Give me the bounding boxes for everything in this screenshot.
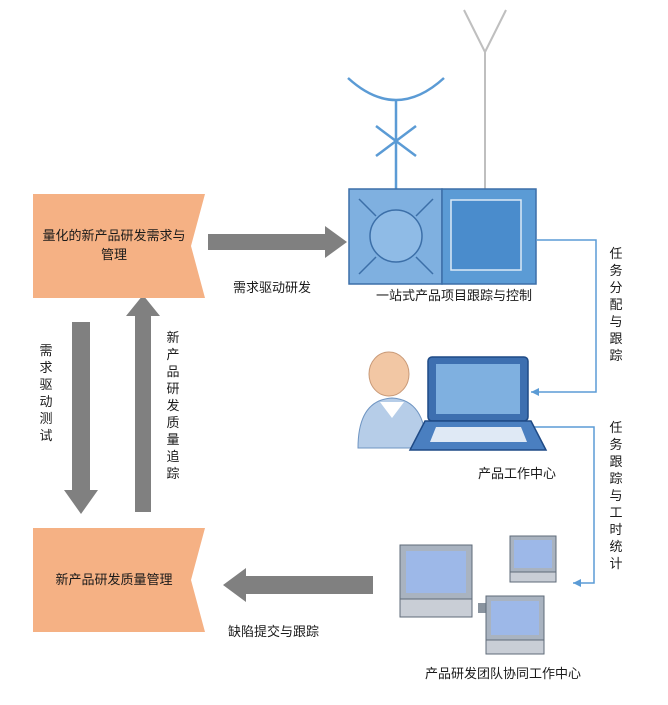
- box-quality: 新产品研发质量管理: [33, 528, 205, 632]
- desktop-computer-icon: [485, 595, 545, 655]
- arrow-right-demand: [208, 226, 347, 258]
- box-requirements: 量化的新产品研发需求与管理: [33, 194, 205, 298]
- connector-task-assign: [531, 239, 597, 396]
- laptop-icon: [408, 356, 548, 451]
- box-requirements-label: 量化的新产品研发需求与管理: [42, 229, 186, 263]
- label-task-assign: 任务分配与跟踪: [609, 247, 623, 364]
- label-quality-tracking: 新产品研发质量追踪: [166, 331, 180, 482]
- box-requirements-shape: [33, 194, 205, 298]
- connector-task-tracking: [528, 426, 595, 587]
- label-demand-driven-rd: 需求驱动研发: [233, 281, 312, 296]
- desktop-computer-icon: [509, 535, 557, 583]
- box-quality-label: 新产品研发质量管理: [55, 572, 173, 588]
- arrow-up-quality: [126, 295, 160, 512]
- arrow-left-defect: [223, 568, 373, 602]
- label-work-center: 产品工作中心: [478, 467, 557, 482]
- control-panel-icon: [348, 188, 537, 285]
- desktop-computer-icon: [399, 544, 496, 618]
- label-defect-submit: 缺陷提交与跟踪: [228, 625, 320, 640]
- label-one-stop: 一站式产品项目跟踪与控制: [376, 289, 533, 304]
- user-icon: [357, 351, 427, 449]
- satellite-dish-icon: [347, 77, 445, 190]
- label-demand-driven-test: 需求驱动测试: [39, 344, 53, 444]
- label-task-tracking: 任务跟踪与工时统计: [609, 421, 623, 572]
- label-team-center: 产品研发团队协同工作中心: [425, 667, 582, 682]
- antenna-icon: [463, 9, 507, 190]
- box-quality-shape: [33, 528, 205, 632]
- arrow-down-test: [64, 322, 98, 514]
